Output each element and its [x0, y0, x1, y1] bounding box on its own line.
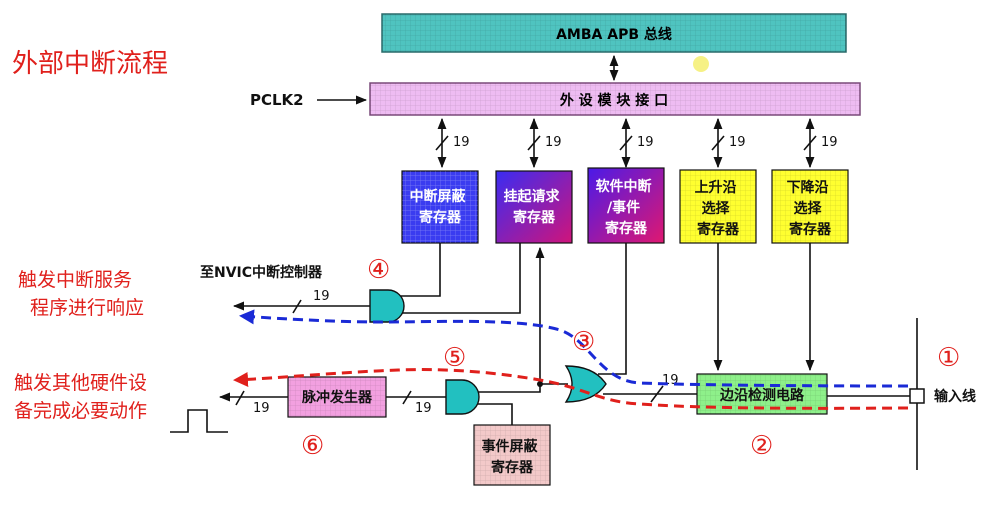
bus-width-label: 19 [637, 135, 654, 150]
software-interrupt-register: 软件中断 /事件 寄存器 [587, 167, 665, 244]
software-to-or [598, 243, 627, 375]
step-2-marker: ② [750, 431, 773, 461]
svg-text:中断屏蔽 寄存器: 中断屏蔽 寄存器 [410, 188, 471, 226]
bus-width-label: 19 [415, 401, 432, 416]
pulse-generator: 脉冲发生器 [287, 376, 387, 418]
falling-edge-line3: 寄存器 [789, 221, 832, 238]
svg-text:事件屏蔽 寄存器: 事件屏蔽 寄存器 [482, 438, 543, 476]
pending-register-line1: 挂起请求 [504, 188, 561, 205]
bus-width-label: 19 [453, 135, 470, 150]
isr-note-line2: 程序进行响应 [30, 297, 144, 319]
and-gate-nvic [369, 289, 405, 323]
bus-width-label: 19 [313, 289, 330, 304]
falling-edge-line2: 选择 [794, 200, 823, 217]
event-mask-line1: 事件屏蔽 [482, 438, 539, 455]
cursor-highlight-dot [693, 56, 709, 72]
step-5-marker: ⑤ [443, 343, 466, 373]
register-bus-links: 19 19 19 19 19 [435, 117, 838, 169]
step-4-marker: ④ [367, 255, 390, 285]
falling-edge-line1: 下降沿 [787, 179, 829, 196]
isr-note-line1: 触发中断服务 [18, 269, 132, 291]
mask-to-and4 [400, 243, 441, 297]
bus-width-label: 19 [729, 135, 746, 150]
and-gate-event [445, 379, 480, 415]
event-mask-register: 事件屏蔽 寄存器 [473, 424, 551, 486]
software-register-line1: 软件中断 [596, 178, 652, 195]
rising-edge-line2: 选择 [702, 200, 731, 217]
pclk2-label: PCLK2 [250, 91, 304, 109]
svg-text:上升沿 选择 寄存器: 上升沿 选择 寄存器 [695, 179, 742, 238]
bus-width-label: 19 [253, 401, 270, 416]
bus-width-label: 19 [662, 373, 679, 388]
rising-edge-line3: 寄存器 [697, 221, 740, 238]
event-mask-line2: 寄存器 [491, 459, 534, 476]
amba-apb-bus: AMBA APB 总线 [381, 13, 847, 53]
hw-note: 触发其他硬件设 备完成必要动作 [14, 372, 153, 422]
to-nvic-label: 至NVIC中断控制器 [200, 264, 323, 281]
pending-to-and4 [400, 243, 521, 314]
bus-width-label: 19 [821, 135, 838, 150]
diagram-title: 外部中断流程 [12, 49, 168, 79]
event-mask-to-and5 [476, 403, 513, 425]
amba-apb-bus-label: AMBA APB 总线 [556, 26, 672, 43]
software-register-line2: /事件 [607, 199, 640, 216]
pending-register-line2: 寄存器 [513, 209, 556, 226]
svg-text:软件中断 /事件 寄存器: 软件中断 /事件 寄存器 [596, 178, 657, 237]
rising-edge-line1: 上升沿 [695, 179, 737, 196]
hw-note-line2: 备完成必要动作 [14, 400, 147, 422]
rising-edge-register: 上升沿 选择 寄存器 [679, 169, 757, 244]
peripheral-interface: 外 设 模 块 接 口 [369, 82, 861, 116]
svg-text:挂起请求 寄存器: 挂起请求 寄存器 [504, 188, 565, 226]
input-pin [909, 388, 925, 404]
step-6-marker: ⑥ [301, 431, 324, 461]
hw-note-line1: 触发其他硬件设 [14, 372, 147, 394]
bus-width-label: 19 [545, 135, 562, 150]
software-register-line3: 寄存器 [605, 220, 648, 237]
pulse-waveform-icon [170, 409, 228, 433]
pending-request-register: 挂起请求 寄存器 [495, 170, 573, 244]
input-line-label: 输入线 [934, 388, 976, 405]
peripheral-interface-label: 外 设 模 块 接 口 [560, 92, 668, 109]
pulse-generator-label: 脉冲发生器 [301, 389, 373, 406]
svg-text:下降沿 选择 寄存器: 下降沿 选择 寄存器 [787, 179, 834, 238]
isr-note: 触发中断服务 程序进行响应 [18, 269, 144, 319]
or-gate [564, 365, 607, 403]
interrupt-mask-line2: 寄存器 [419, 209, 462, 226]
interrupt-flow-path [239, 309, 909, 388]
interrupt-mask-line1: 中断屏蔽 [410, 188, 467, 205]
step-3-marker: ③ [572, 327, 595, 357]
falling-edge-register: 下降沿 选择 寄存器 [771, 169, 849, 244]
event-flow-path [233, 368, 909, 410]
junction-to-and5 [476, 384, 541, 393]
step-1-marker: ① [937, 343, 960, 373]
edge-detect-label: 边沿检测电路 [719, 387, 805, 404]
interrupt-mask-register: 中断屏蔽 寄存器 [401, 170, 479, 244]
